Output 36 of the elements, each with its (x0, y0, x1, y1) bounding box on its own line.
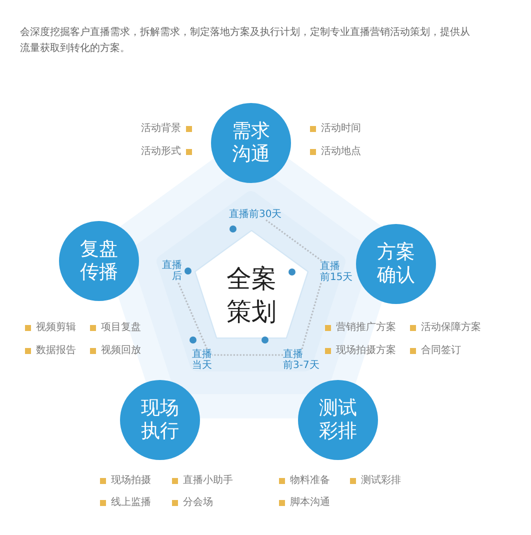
timeline-label: 直播前15天 (320, 261, 353, 283)
timeline-label: 直播当天 (192, 349, 212, 371)
bullet-item-text: 活动时间 (321, 122, 361, 136)
bullet-item-text: 活动背景 (141, 122, 181, 136)
dotted-connector (212, 354, 283, 356)
bullet-item-text: 合同签订 (421, 344, 461, 358)
timeline-label: 直播前30天 (229, 209, 282, 220)
bullet-item-text: 直播小助手 (183, 474, 233, 488)
stage-title: 复盘传播 (78, 238, 119, 284)
bullet-item-text: 现场拍摄方案 (336, 344, 396, 358)
bullet-item-text: 线上监播 (111, 496, 151, 510)
stage-title: 测试彩排 (318, 397, 358, 443)
bullet-item-text: 现场拍摄 (111, 474, 151, 488)
timeline-label: 直播后 (156, 260, 182, 282)
bullet-item-text: 测试彩排 (361, 474, 401, 488)
bullet-item-text: 视频回放 (101, 344, 141, 358)
bullet-item-text: 数据报告 (36, 344, 76, 358)
dotted-connector (301, 282, 322, 350)
bullet-item-text: 分会场 (183, 496, 213, 510)
bullet-item-text: 物料准备 (290, 474, 330, 488)
stage-title: 方案确认 (376, 241, 416, 287)
centre-title: 全案策划 (226, 262, 278, 328)
bullet-item-text: 项目复盘 (101, 321, 141, 335)
timeline-label: 直播前3-7天 (283, 349, 320, 371)
bullet-item-text: 营销推广方案 (336, 321, 396, 335)
intro-paragraph: 会深度挖掘客户直播需求，拆解需求，制定落地方案及执行计划，定制专业直播营销活动策划，提供从流量获取到转化的方案。 (20, 26, 471, 56)
bullet-item-text: 活动保障方案 (421, 321, 481, 335)
bullet-item-text: 活动地点 (321, 145, 361, 159)
stage-title: 现场执行 (140, 397, 180, 443)
bullet-item-text: 活动形式 (141, 145, 181, 159)
dotted-connector (266, 219, 322, 262)
bullet-item-text: 视频剪辑 (36, 321, 76, 335)
dotted-connector (177, 282, 208, 350)
bullet-item-text: 脚本沟通 (290, 496, 330, 510)
centre-pentagon (194, 230, 309, 339)
stage-title: 需求沟通 (230, 120, 271, 166)
